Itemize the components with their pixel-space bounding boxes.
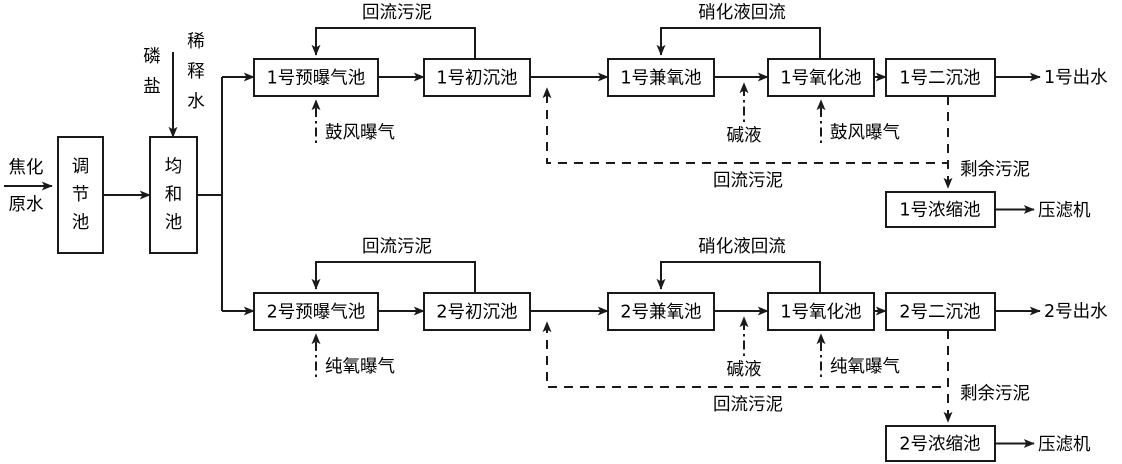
line2-filter-press-group: 压滤机 bbox=[995, 435, 1091, 455]
line2-alkali-label: 碱液 bbox=[727, 360, 762, 380]
line2-secondary-clarifier-label: 2号二沉池 bbox=[899, 303, 980, 323]
line2-excess-sludge-group: 剩余污泥 bbox=[943, 330, 1030, 423]
line1-effluent-label: 1号出水 bbox=[1044, 68, 1108, 88]
equalizing-tank-box[interactable] bbox=[149, 136, 198, 254]
line2-alkali-group: 碱液 bbox=[727, 316, 762, 380]
line1-aeration-ox-group: 鼓风曝气 bbox=[816, 99, 900, 143]
dilution-feed-group: 磷 盐 磷盐 稀 释 水 稀释水 bbox=[143, 32, 205, 138]
line2-return-sludge-bottom-group: 回流污泥 bbox=[542, 321, 949, 415]
line2-aeration-ox-label: 纯氧曝气 bbox=[830, 357, 900, 377]
line2-nitrification-return-label: 硝化液回流 bbox=[698, 237, 786, 257]
line1-nitrification-return-label: 硝化液回流 bbox=[698, 3, 786, 23]
line1-thickener-box[interactable] bbox=[885, 191, 996, 228]
line1-anoxic-tank-label: 1号兼氧池 bbox=[620, 69, 701, 89]
line1-secondary-clarifier-box[interactable] bbox=[885, 58, 996, 97]
line2-secondary-clarifier-group[interactable]: 2号二沉池 bbox=[885, 292, 996, 331]
inlet-label-line2: 原水 bbox=[9, 195, 44, 215]
regulating-tank-label-2: 节 bbox=[72, 185, 90, 205]
line1-excess-sludge-label: 剩余污泥 bbox=[960, 160, 1030, 180]
line1-oxidation-tank-label: 1号氧化池 bbox=[780, 69, 861, 89]
line1-filter-press-label: 压滤机 bbox=[1038, 201, 1091, 221]
line2-aeration-pre-group: 纯氧曝气 bbox=[311, 333, 395, 377]
line1-excess-sludge-group: 剩余污泥 bbox=[943, 96, 1030, 189]
line1-return-sludge-top-group: 回流污泥 bbox=[311, 3, 476, 59]
equalizing-tank-label-2: 和 bbox=[165, 185, 183, 205]
line1-anoxic-tank-group[interactable]: 1号兼氧池 bbox=[607, 58, 715, 97]
line1-pre-aeration-label: 1号预曝气池 bbox=[267, 69, 366, 89]
dilution-water-label-2: 释 bbox=[187, 62, 205, 82]
equalizing-tank-group[interactable]: 均 和 池 均和池 bbox=[147, 136, 200, 254]
equalizing-tank-label-3: 池 bbox=[165, 213, 183, 233]
dilution-water-label-1: 稀 bbox=[187, 32, 205, 52]
line1-return-sludge-bottom-label: 回流污泥 bbox=[713, 171, 783, 191]
regulating-tank-label-3: 池 bbox=[72, 213, 90, 233]
line1-pre-aeration-group[interactable]: 1号预曝气池 bbox=[253, 58, 379, 97]
line1-thickener-group[interactable]: 1号浓缩池 bbox=[885, 191, 996, 228]
train-splitter bbox=[197, 72, 255, 316]
line2-oxidation-tank-box[interactable] bbox=[767, 292, 875, 331]
phosphate-label-2: 盐 bbox=[143, 77, 161, 97]
line2-oxidation-tank-label: 1号氧化池 bbox=[780, 303, 861, 323]
inlet-group: 焦化 原水 bbox=[4, 158, 53, 215]
line2-thickener-label: 2号浓缩池 bbox=[899, 435, 980, 455]
line1-filter-press-group: 压滤机 bbox=[995, 201, 1091, 221]
line1-return-sludge-top-label: 回流污泥 bbox=[362, 3, 432, 23]
line2-return-sludge-top-path bbox=[311, 261, 476, 293]
line2-thickener-group[interactable]: 2号浓缩池 bbox=[885, 425, 996, 462]
line2-filter-press-label: 压滤机 bbox=[1038, 435, 1091, 455]
line2-primary-clarifier-label: 2号初沉池 bbox=[436, 303, 517, 323]
line2-return-sludge-top-group: 回流污泥 bbox=[311, 237, 476, 293]
line1-oxidation-tank-group[interactable]: 1号氧化池 bbox=[767, 58, 875, 97]
line1-primary-clarifier-group[interactable]: 1号初沉池 bbox=[423, 58, 531, 97]
line1-alkali-group: 碱液 bbox=[727, 82, 762, 146]
line2-aeration-ox-group: 纯氧曝气 bbox=[816, 333, 900, 377]
line2-nitrification-return-path bbox=[656, 261, 821, 293]
line1-aeration-pre-group: 鼓风曝气 bbox=[311, 99, 395, 143]
line1-effluent-group: 1号出水 bbox=[995, 68, 1108, 88]
line1-primary-clarifier-box[interactable] bbox=[423, 58, 531, 97]
line1-oxidation-tank-box[interactable] bbox=[767, 58, 875, 97]
inlet-label-line1: 焦化 bbox=[9, 158, 44, 178]
line2-anoxic-tank-label: 2号兼氧池 bbox=[620, 303, 701, 323]
line2-nitrification-return-group: 硝化液回流 bbox=[656, 237, 821, 293]
line1-alkali-label: 碱液 bbox=[727, 126, 762, 146]
line2-excess-sludge-label: 剩余污泥 bbox=[960, 384, 1030, 404]
line1-secondary-clarifier-label: 1号二沉池 bbox=[899, 69, 980, 89]
line2-return-sludge-bottom-path bbox=[542, 321, 949, 388]
line1-nitrification-return-group: 硝化液回流 bbox=[656, 3, 821, 59]
equalizing-tank-label-1: 均 bbox=[165, 157, 183, 177]
line2-anoxic-tank-group[interactable]: 2号兼氧池 bbox=[607, 292, 715, 331]
line2-effluent-group: 2号出水 bbox=[995, 302, 1108, 322]
dilution-water-label-3: 水 bbox=[187, 92, 205, 112]
line2-anoxic-tank-box[interactable] bbox=[607, 292, 715, 331]
line2-primary-clarifier-group[interactable]: 2号初沉池 bbox=[423, 292, 531, 331]
line1-pre-aeration-box[interactable] bbox=[253, 58, 379, 97]
line1-aeration-pre-label: 鼓风曝气 bbox=[325, 123, 395, 143]
line1-thickener-label: 1号浓缩池 bbox=[899, 201, 980, 221]
line2-return-sludge-top-label: 回流污泥 bbox=[362, 237, 432, 257]
line2-effluent-label: 2号出水 bbox=[1044, 302, 1108, 322]
line2-aeration-pre-label: 纯氧曝气 bbox=[325, 357, 395, 377]
line2-oxidation-tank-group[interactable]: 1号氧化池 bbox=[767, 292, 875, 331]
phosphate-label-1: 磷 bbox=[143, 47, 161, 67]
line1-nitrification-return-path bbox=[656, 27, 821, 59]
regulating-tank-group[interactable]: 调 节 池 调节池 bbox=[54, 136, 107, 254]
line2-return-sludge-bottom-label: 回流污泥 bbox=[713, 395, 783, 415]
line1-secondary-clarifier-group[interactable]: 1号二沉池 bbox=[885, 58, 996, 97]
line2-pre-aeration-group[interactable]: 2号预曝气池 bbox=[253, 292, 379, 331]
line1-return-sludge-top-path bbox=[311, 27, 476, 59]
line1-primary-clarifier-label: 1号初沉池 bbox=[436, 69, 517, 89]
line2-primary-clarifier-box[interactable] bbox=[423, 292, 531, 331]
regulating-tank-label-1: 调 bbox=[72, 157, 90, 177]
line1-aeration-ox-label: 鼓风曝气 bbox=[830, 123, 900, 143]
line2-pre-aeration-label: 2号预曝气池 bbox=[267, 303, 366, 323]
